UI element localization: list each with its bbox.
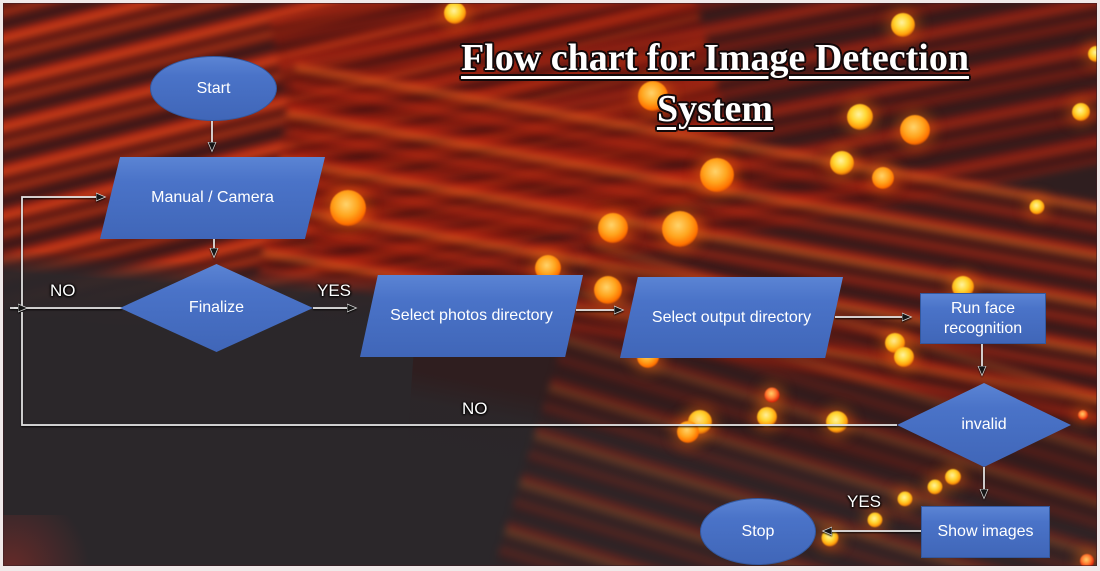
node-select-photos-directory-label: Select photos directory <box>390 307 553 324</box>
node-show-images: Show images <box>921 506 1050 558</box>
bokeh-dot <box>757 407 777 427</box>
bokeh-dot <box>847 104 873 130</box>
edge-invalid-no-loop <box>21 312 897 426</box>
node-run-face-recognition: Run face recognition <box>920 293 1046 344</box>
node-select-output-directory: Select output directory <box>620 277 843 358</box>
bokeh-dot <box>927 479 943 495</box>
node-show-images-label: Show images <box>937 523 1034 540</box>
node-start-label: Start <box>196 79 231 97</box>
bokeh-dot <box>662 211 698 247</box>
bokeh-dot <box>1078 410 1088 420</box>
edge-finalize-no-loop-to-manual <box>21 197 104 308</box>
bokeh-dot <box>1080 554 1094 568</box>
bokeh-dot <box>897 491 913 507</box>
bokeh-dot <box>945 469 961 485</box>
bokeh-dot <box>952 276 974 298</box>
bokeh-dot <box>330 190 366 226</box>
bokeh-dot <box>867 512 883 528</box>
bokeh-dot <box>826 411 848 433</box>
background-corner-glow <box>0 515 110 571</box>
title-line-2: System <box>656 88 774 130</box>
bokeh-dot <box>894 347 914 367</box>
bokeh-dot <box>872 167 894 189</box>
node-run-face-recognition-label: Run face recognition <box>943 299 1023 337</box>
title-line-1: Flow chart for Image Detection <box>461 37 969 79</box>
bokeh-dot <box>444 2 466 24</box>
node-stop: Stop <box>700 498 816 565</box>
bokeh-dot <box>830 151 854 175</box>
bokeh-dot <box>594 276 622 304</box>
bokeh-dot <box>677 421 699 443</box>
node-start: Start <box>150 56 277 121</box>
bokeh-dot <box>1029 199 1045 215</box>
node-finalize-label: Finalize <box>188 299 245 316</box>
edge-label-invalid-yes: YES <box>847 492 882 511</box>
bokeh-dot <box>1072 103 1090 121</box>
edge-label-invalid-no: NO <box>462 399 488 418</box>
bokeh-dot <box>900 115 930 145</box>
page-title: Flow chart for Image Detection System <box>350 33 1080 135</box>
edge-label-finalize-yes: YES <box>317 281 352 300</box>
node-select-output-directory-label: Select output directory <box>651 308 812 326</box>
node-stop-label: Stop <box>741 522 775 540</box>
edge-label-finalize-no: NO <box>50 281 76 300</box>
bokeh-dot <box>764 387 780 403</box>
bokeh-dot <box>891 13 915 37</box>
node-select-photos-directory: Select photos directory <box>360 275 583 357</box>
node-manual-camera-label: Manual / Camera <box>151 189 274 206</box>
bokeh-dot <box>700 158 734 192</box>
bokeh-dot <box>598 213 628 243</box>
node-manual-camera: Manual / Camera <box>100 157 325 239</box>
bokeh-dot <box>638 81 668 111</box>
node-invalid-label: invalid <box>961 416 1007 433</box>
